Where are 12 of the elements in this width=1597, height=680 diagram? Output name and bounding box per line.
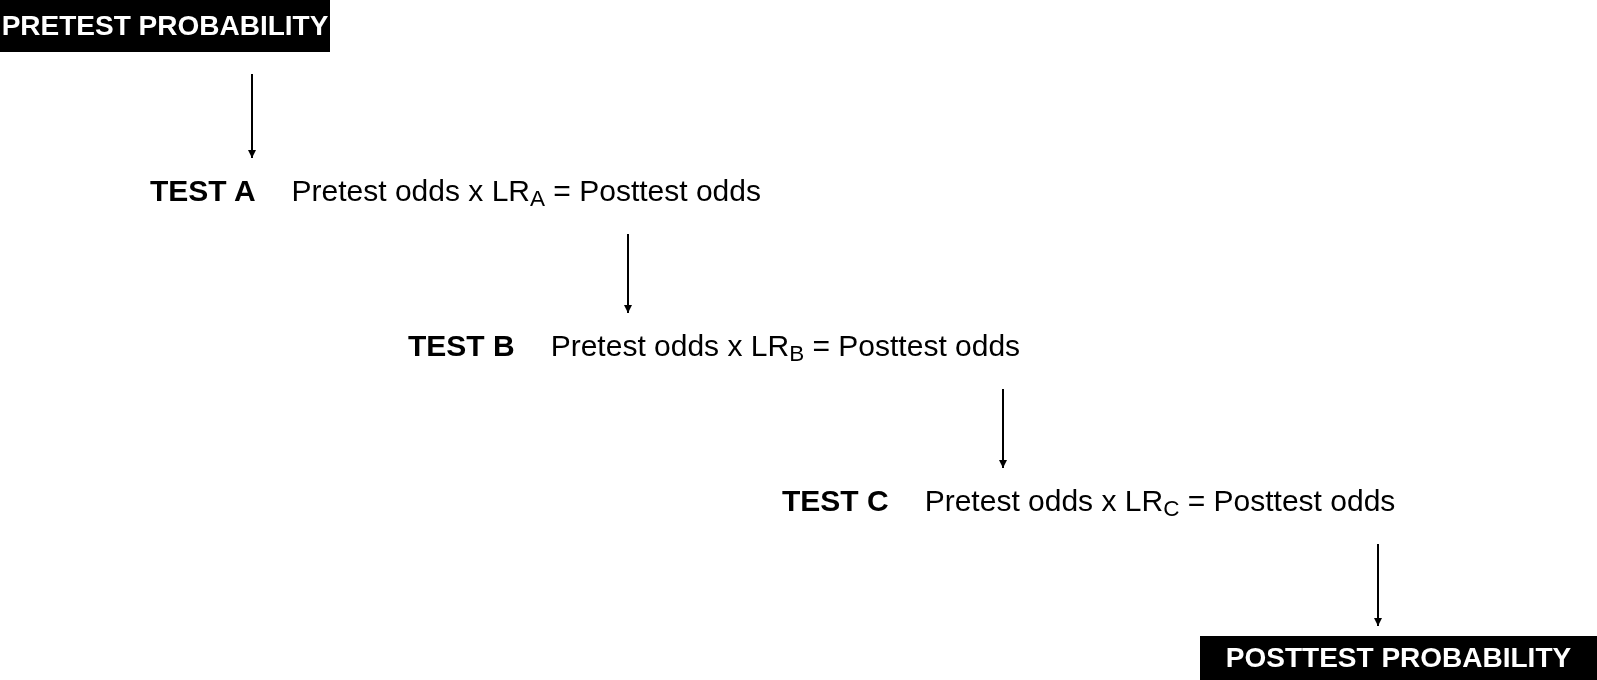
odds-equation: Pretest odds x LR$_{C}$ = Posttest odds (924, 482, 1396, 523)
odds-equation: Pretest odds x LR$_{B}$ = Posttest odds (550, 327, 1021, 368)
test-label: TEST B (408, 327, 515, 364)
arrow (999, 388, 1007, 469)
title-box: PRETEST PROBABILITY (0, 0, 330, 52)
test-label: TEST A (150, 172, 256, 209)
test-label: TEST C (782, 482, 889, 519)
odds-equation: Pretest odds x LR$_{A}$ = Posttest odds (291, 172, 761, 213)
title-box: POSTTEST PROBABILITY (1200, 636, 1597, 680)
arrow (248, 73, 256, 159)
arrow (624, 233, 632, 314)
arrow (1374, 543, 1382, 627)
